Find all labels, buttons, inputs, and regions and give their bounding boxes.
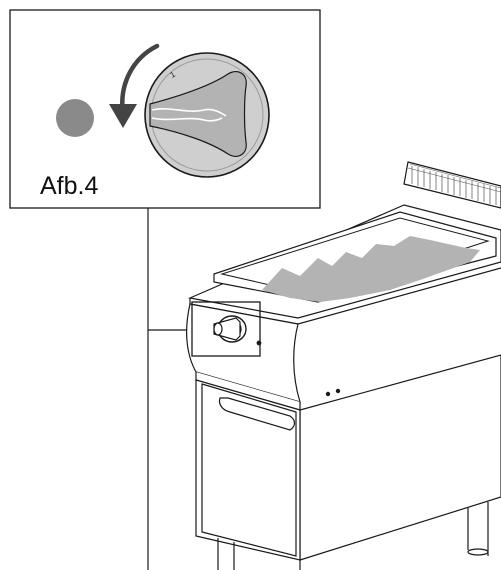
fryer-appliance: [186, 161, 501, 570]
detail-box: 1 Afb.4: [9, 9, 321, 209]
dial-mark: 1: [169, 69, 178, 79]
flue-grille: [411, 166, 497, 205]
leader-line: [147, 208, 192, 331]
leg-rear-right: [467, 502, 489, 556]
control-knob-icon: [144, 52, 270, 178]
indicator-lamp-icon: [56, 99, 94, 137]
figure-label: Afb.4: [40, 172, 98, 200]
rear-flue: [403, 161, 501, 209]
leg-front-left: [217, 538, 235, 570]
oil-surface: [262, 236, 480, 302]
cabinet-door: [201, 383, 297, 557]
rotate-arrow-icon: [109, 43, 160, 128]
door-handle: [218, 397, 296, 431]
knob-highlight-box: [191, 301, 261, 357]
panel-knob: [213, 315, 247, 343]
cabinet-side: [299, 354, 501, 561]
